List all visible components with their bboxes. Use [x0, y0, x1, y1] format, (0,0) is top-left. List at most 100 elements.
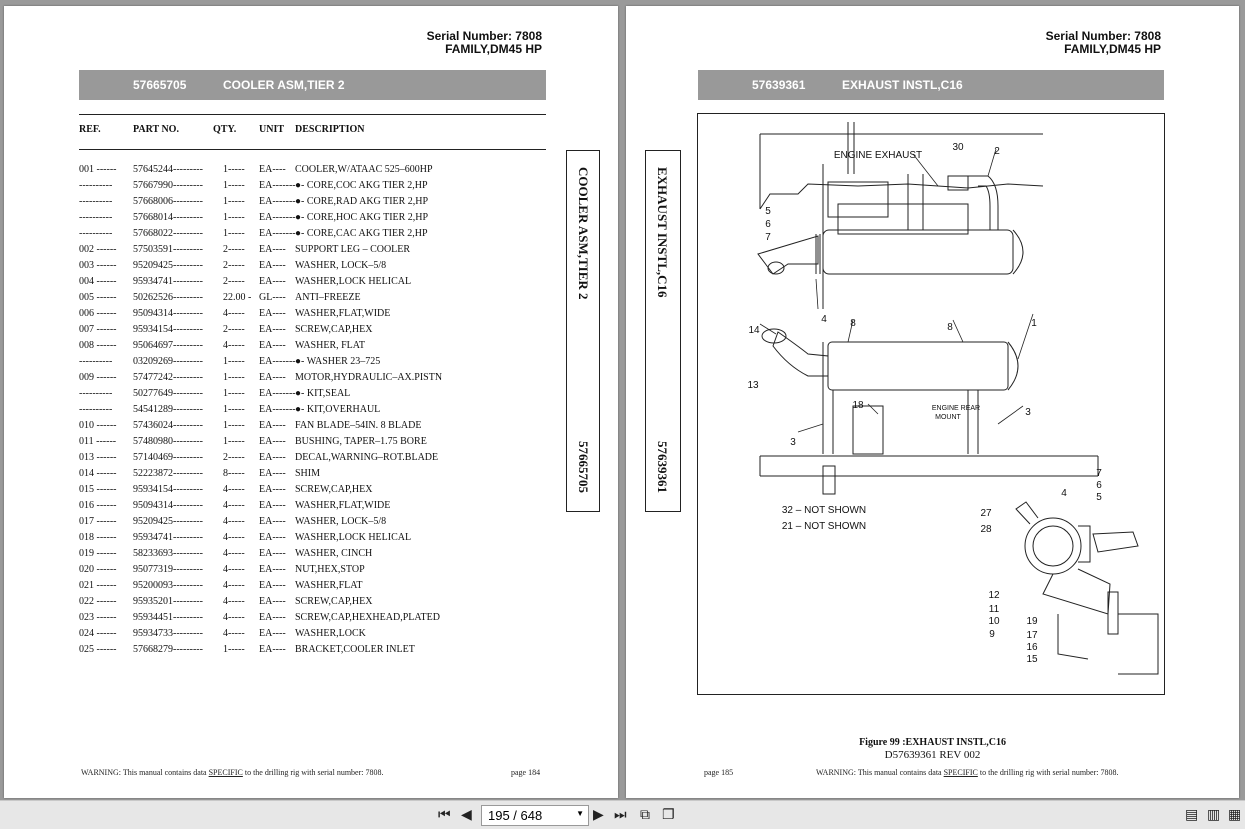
not-shown-2: 21 – NOT SHOWN	[782, 521, 866, 532]
callout: 4	[1061, 488, 1067, 499]
serial-block: Serial Number: 7808 FAMILY,DM45 HP	[1003, 30, 1161, 56]
family-label: FAMILY,DM45 HP	[1064, 42, 1161, 56]
description-cell: ●- WASHER 23–725	[295, 356, 381, 367]
part-number-cell: 03209269---------	[133, 356, 203, 367]
part-number-cell: 57645244---------	[133, 164, 203, 175]
callout: 27	[980, 508, 992, 519]
description-cell: ●- KIT,OVERHAUL	[295, 404, 381, 415]
unit-cell: EA----	[259, 276, 286, 287]
figure-caption: Figure 99 :EXHAUST INSTL,C16	[859, 737, 1006, 748]
part-number-cell: 57503591---------	[133, 244, 203, 255]
unit-cell: EA-------	[259, 388, 296, 399]
description-cell: WASHER,LOCK HELICAL	[295, 532, 412, 543]
unit-cell: EA----	[259, 484, 286, 495]
callout: 1	[1031, 318, 1037, 329]
description-cell: MOTOR,HYDRAULIC–AX.PISTN	[295, 372, 443, 383]
section-part-number: 57665705	[133, 78, 187, 92]
part-number-cell: 95064697---------	[133, 340, 203, 351]
description-cell: FAN BLADE–54IN. 8 BLADE	[295, 420, 422, 431]
qty-cell: 2-----	[223, 244, 245, 255]
serial-block: Serial Number: 7808 FAMILY,DM45 HP	[384, 30, 542, 56]
qty-cell: 8-----	[223, 468, 245, 479]
unit-cell: EA----	[259, 644, 286, 655]
engine-exhaust-label: ENGINE EXHAUST	[834, 150, 922, 161]
side-tab: COOLER ASM,TIER 2 57665705	[566, 150, 600, 512]
side-tab-title: COOLER ASM,TIER 2	[576, 167, 591, 300]
col-header-qty: QTY.	[213, 124, 237, 135]
ref-cell: 009 ------	[79, 372, 117, 383]
side-tab-number: 57665705	[576, 441, 591, 493]
unit-cell: EA----	[259, 500, 286, 511]
qty-cell: 2-----	[223, 260, 245, 271]
ref-cell: 020 ------	[79, 564, 117, 575]
unit-cell: EA----	[259, 628, 286, 639]
callout: 5	[765, 206, 771, 217]
description-cell: SUPPORT LEG – COOLER	[295, 244, 411, 255]
page-selector[interactable]: 195 / 648 ▼	[481, 805, 589, 826]
warning-footer: WARNING: This manual contains data SPECI…	[81, 768, 384, 777]
ref-cell: ----------	[79, 212, 113, 223]
description-cell: WASHER,FLAT,WIDE	[295, 308, 391, 319]
part-number-cell: 95935201---------	[133, 596, 203, 607]
qty-cell: 1-----	[223, 164, 245, 175]
next-page-icon[interactable]: ▶	[593, 807, 604, 823]
first-page-icon[interactable]: ⏮	[438, 807, 451, 823]
description-cell: WASHER,LOCK HELICAL	[295, 276, 412, 287]
callout: 12	[988, 590, 1000, 601]
side-tab-number: 57639361	[655, 441, 670, 493]
ref-cell: 017 ------	[79, 516, 117, 527]
col-header-part: PART NO.	[133, 124, 179, 135]
part-number-cell: 95934451---------	[133, 612, 203, 623]
callout: 6	[765, 219, 771, 230]
qty-cell: 1-----	[223, 372, 245, 383]
ref-cell: 015 ------	[79, 484, 117, 495]
ref-cell: 002 ------	[79, 244, 117, 255]
fit-page-icon[interactable]: ⧉	[640, 807, 650, 823]
qty-cell: 2-----	[223, 324, 245, 335]
ref-cell: 008 ------	[79, 340, 117, 351]
qty-cell: 1-----	[223, 180, 245, 191]
section-title: EXHAUST INSTL,C16	[842, 78, 963, 92]
ref-cell: ----------	[79, 180, 113, 191]
prev-page-icon[interactable]: ◀	[461, 807, 472, 823]
part-number-cell: 95934741---------	[133, 276, 203, 287]
last-page-icon[interactable]: ⏭	[614, 807, 627, 823]
callout: 5	[1096, 492, 1102, 503]
ref-cell: 007 ------	[79, 324, 117, 335]
unit-cell: EA----	[259, 164, 286, 175]
qty-cell: 4-----	[223, 628, 245, 639]
unit-cell: EA----	[259, 580, 286, 591]
part-number-cell: 57140469---------	[133, 452, 203, 463]
qty-cell: 1-----	[223, 228, 245, 239]
callout: 19	[1026, 616, 1038, 627]
two-page-icon[interactable]: ❐	[662, 807, 675, 823]
facing-view-icon[interactable]: ▦	[1228, 807, 1242, 823]
unit-cell: EA----	[259, 532, 286, 543]
ref-cell: 025 ------	[79, 644, 117, 655]
serial-number: Serial Number: 7808	[1045, 29, 1161, 43]
part-number-cell: 58233693---------	[133, 548, 203, 559]
qty-cell: 22.00 -	[223, 292, 252, 303]
qty-cell: 2-----	[223, 276, 245, 287]
warning-footer: WARNING: This manual contains data SPECI…	[816, 768, 1119, 777]
ref-cell: ----------	[79, 356, 113, 367]
viewer-toolbar: ⏮ ◀ 195 / 648 ▼ ▶ ⏭ ⧉ ❐ ▤ ▥ ▦	[0, 800, 1245, 829]
single-page-view-icon[interactable]: ▤	[1185, 807, 1199, 823]
qty-cell: 4-----	[223, 532, 245, 543]
callout: 15	[1026, 654, 1038, 665]
description-cell: SCREW,CAP,HEX	[295, 596, 373, 607]
ref-cell: ----------	[79, 196, 113, 207]
page-indicator: 195 / 648	[488, 808, 543, 823]
part-number-cell: 95934154---------	[133, 324, 203, 335]
unit-cell: EA-------	[259, 228, 296, 239]
col-header-desc: DESCRIPTION	[295, 124, 365, 135]
ref-cell: ----------	[79, 228, 113, 239]
part-number-cell: 54541289---------	[133, 404, 203, 415]
continuous-view-icon[interactable]: ▥	[1207, 807, 1221, 823]
qty-cell: 1-----	[223, 388, 245, 399]
part-number-cell: 95934154---------	[133, 484, 203, 495]
qty-cell: 4-----	[223, 516, 245, 527]
unit-cell: EA----	[259, 548, 286, 559]
callout: 28	[980, 524, 992, 535]
ref-cell: 022 ------	[79, 596, 117, 607]
